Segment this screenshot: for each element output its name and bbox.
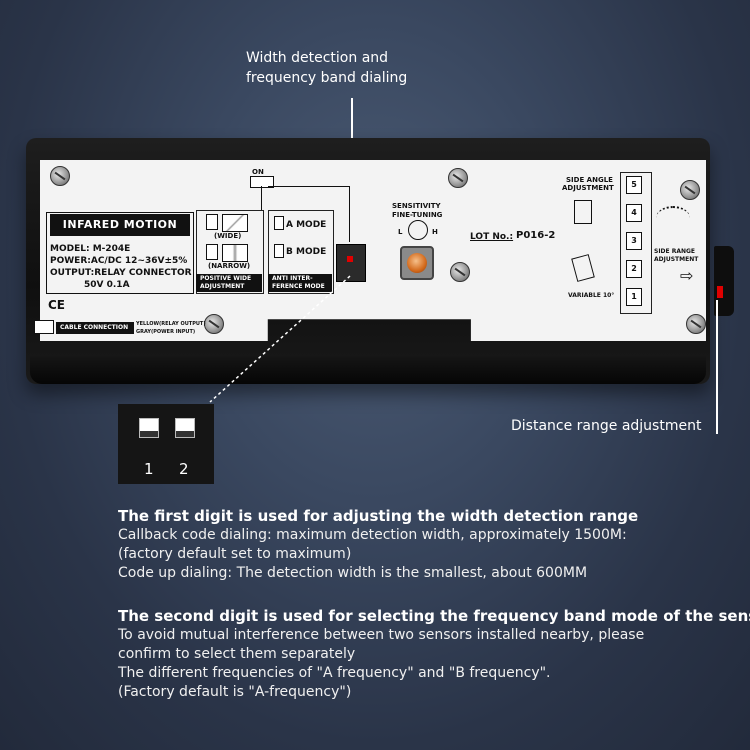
screw-icon bbox=[686, 314, 706, 334]
first-digit-line2: (factory default set to maximum) bbox=[118, 546, 352, 562]
spec-power: POWER:AC/DC 12~36V±5% bbox=[50, 256, 188, 266]
dip-switch-1-label: 1 bbox=[144, 460, 154, 478]
b-mode-label: B MODE bbox=[286, 247, 327, 257]
switch-wire bbox=[349, 186, 350, 242]
device-title: INFARED MOTION bbox=[50, 214, 190, 236]
low-label: L bbox=[398, 228, 403, 236]
range-cell: 4 bbox=[626, 204, 642, 222]
positive-wide-text2: ADJUSTMENT bbox=[200, 283, 245, 290]
range-cell: 3 bbox=[626, 232, 642, 250]
first-digit-line1: Callback code dialing: maximum detection… bbox=[118, 527, 627, 543]
range-gauge-icon bbox=[656, 206, 690, 230]
width-detection-callout: Width detection and frequency band diali… bbox=[246, 48, 407, 88]
arrow-right-icon: ⇨ bbox=[680, 266, 694, 285]
wide-pattern-icon bbox=[222, 214, 248, 232]
sensitivity-label: SENSITIVITY bbox=[392, 202, 441, 210]
side-angle-icon bbox=[574, 200, 592, 224]
narrow-dip-indicator bbox=[206, 244, 218, 260]
switch-wire bbox=[261, 186, 262, 210]
screw-icon bbox=[450, 262, 470, 282]
dip-switch[interactable] bbox=[336, 244, 366, 282]
a-mode-label: A MODE bbox=[286, 220, 327, 230]
spec-model: MODEL: M-204E bbox=[50, 244, 131, 254]
a-mode-dip-indicator bbox=[274, 216, 284, 230]
heading-first-digit: The first digit is used for adjusting th… bbox=[118, 507, 639, 525]
spec-output: OUTPUT:RELAY CONNECTOR bbox=[50, 268, 192, 278]
zoom-connector bbox=[209, 275, 351, 403]
side-range-label: SIDE RANGE bbox=[654, 248, 696, 255]
on-switch-icon bbox=[250, 176, 274, 188]
narrow-label: (NARROW) bbox=[208, 262, 251, 270]
high-label: H bbox=[432, 228, 438, 236]
dip-switch-zoom bbox=[118, 404, 214, 484]
wide-dip-indicator bbox=[206, 214, 218, 230]
narrow-pattern-icon bbox=[222, 244, 248, 262]
screw-icon bbox=[50, 166, 70, 186]
wide-label: (WIDE) bbox=[214, 232, 242, 240]
lot-value: P016-2 bbox=[516, 230, 556, 241]
gray-wire-label: GRAY(POWER INPUT) bbox=[136, 329, 196, 335]
ce-mark: CE bbox=[48, 298, 66, 312]
screw-icon bbox=[204, 314, 224, 334]
label-panel bbox=[40, 160, 706, 341]
dip-switch-1[interactable] bbox=[139, 418, 159, 438]
anti-interference-box bbox=[268, 210, 334, 294]
variable-label: VARIABLE 10° bbox=[568, 292, 615, 299]
anti-text2: FERENCE MODE bbox=[272, 283, 325, 290]
lot-label: LOT No.: bbox=[470, 232, 514, 242]
callout-text-line2: frequency band dialing bbox=[246, 70, 408, 86]
fine-tuning-label: FINE-TUNING bbox=[392, 211, 443, 219]
heading-second-digit: The second digit is used for selecting t… bbox=[118, 607, 750, 625]
first-digit-line3: Code up dialing: The detection width is … bbox=[118, 565, 588, 581]
positive-wide-label: POSITIVE WIDE ADJUSTMENT bbox=[196, 274, 262, 292]
cable-text: CABLE CONNECTION bbox=[60, 324, 129, 331]
spec-rating: 50V 0.1A bbox=[84, 280, 130, 290]
screw-icon bbox=[448, 168, 468, 188]
distance-callout-line bbox=[716, 300, 718, 434]
second-digit-line4: (Factory default is "A-frequency") bbox=[118, 684, 352, 700]
side-angle-label2: ADJUSTMENT bbox=[562, 184, 614, 192]
positive-wide-text1: POSITIVE WIDE bbox=[200, 275, 252, 282]
range-cell: 5 bbox=[626, 176, 642, 194]
on-label: ON bbox=[252, 168, 264, 176]
spec-box bbox=[46, 212, 194, 294]
dip-switch-2-label: 2 bbox=[179, 460, 189, 478]
callout-text-line1: Width detection and bbox=[246, 50, 389, 66]
dip-switch-2[interactable] bbox=[175, 418, 195, 438]
knob-face bbox=[407, 253, 427, 273]
cable-icon bbox=[34, 320, 54, 334]
distance-indicator bbox=[717, 286, 723, 298]
sensitivity-knob[interactable] bbox=[400, 246, 434, 280]
side-range-label2: ADJUSTMENT bbox=[654, 256, 699, 263]
switch-wire bbox=[268, 186, 350, 187]
second-digit-line1: To avoid mutual interference between two… bbox=[118, 627, 645, 643]
side-knob[interactable] bbox=[714, 246, 734, 316]
range-cell: 1 bbox=[626, 288, 642, 306]
anti-interference-label: ANTI INTER- FERENCE MODE bbox=[268, 274, 332, 292]
range-cell: 2 bbox=[626, 260, 642, 278]
screw-icon bbox=[680, 180, 700, 200]
second-digit-line2: confirm to select them separately bbox=[118, 646, 356, 662]
side-angle-label: SIDE ANGLE bbox=[566, 176, 613, 184]
b-mode-dip-indicator bbox=[274, 244, 284, 258]
yellow-wire-label: YELLOW(RELAY OUTPUT) bbox=[136, 321, 206, 327]
dip-switch-indicator bbox=[347, 256, 353, 262]
cable-connection-label: CABLE CONNECTION bbox=[56, 322, 134, 334]
positive-wide-box bbox=[196, 210, 264, 294]
distance-range-callout: Distance range adjustment bbox=[511, 418, 702, 434]
dial-symbol-icon bbox=[408, 220, 428, 240]
second-digit-line3: The different frequencies of "A frequenc… bbox=[118, 665, 551, 681]
range-box bbox=[620, 172, 652, 314]
sensor-device-base bbox=[30, 356, 706, 384]
anti-text1: ANTI INTER- bbox=[272, 275, 313, 282]
